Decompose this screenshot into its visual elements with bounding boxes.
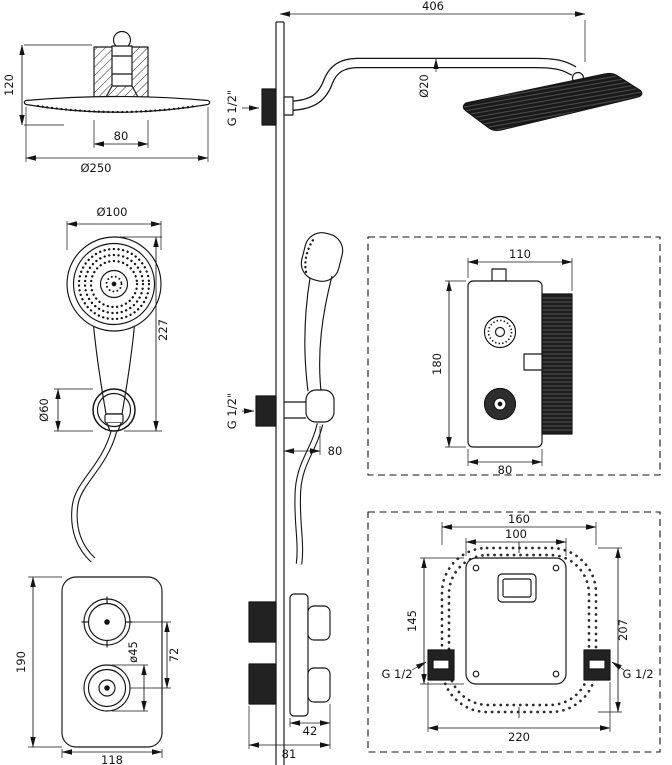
dim-mixer-width-label: 110 (509, 247, 531, 261)
dim-box-width-label: 160 (508, 512, 530, 526)
overhead-shower-side-view (23, 30, 211, 114)
dim-hand-head-diameter-label: Ø100 (96, 205, 127, 219)
dim-box-inner-width-label: 100 (505, 527, 527, 541)
holder-escutcheon (255, 395, 277, 427)
dim-box-inner-height: 145 (405, 557, 464, 685)
dim-knob-spacing: 72 (130, 621, 181, 689)
dim-box-width: 160 (441, 512, 597, 545)
dim-head-diameter-label: Ø250 (80, 161, 111, 175)
dim-holder-offset-label: 80 (328, 444, 343, 458)
mixer-cartridge-dark (541, 293, 573, 435)
control-plate (61, 576, 163, 748)
dim-plate-height: 190 (14, 576, 62, 748)
holder-cup (305, 389, 335, 423)
mounting-box-detail (367, 511, 661, 753)
dim-arm-pipe-diameter-label: Ø20 (417, 74, 431, 98)
handle-side (304, 275, 333, 392)
in-wall-valve-lower (248, 663, 277, 705)
dim-holder-offset: 80 (283, 426, 343, 458)
dim-mixer-height: 180 (430, 280, 466, 448)
label-arm-thread: G 1/2" (225, 90, 260, 126)
overhead-shower-face (462, 72, 643, 132)
label-holder-thread: G 1/2" (225, 393, 255, 429)
dim-knob-depth-label: 42 (303, 724, 318, 738)
dim-knob-diameter: ø45 (112, 641, 148, 712)
dim-arm-length: 406 (279, 0, 586, 62)
hose-side (295, 423, 323, 565)
dim-box-total-width-label: 220 (508, 730, 530, 744)
dim-box-total-width: 220 (427, 682, 611, 744)
shower-arm-and-head (261, 57, 643, 132)
arm-wall-connector (283, 96, 294, 116)
control-plate-front-view (61, 576, 163, 748)
knob-side-lower (307, 667, 331, 703)
dim-hand-length-label: 227 (156, 319, 170, 341)
dim-knob-diameter-label: ø45 (126, 641, 140, 663)
mount-stem (111, 45, 133, 87)
hand-shower-hose (72, 430, 117, 562)
dim-arm-pipe-diameter: Ø20 (417, 58, 439, 98)
dim-box-inner-width: 100 (465, 527, 567, 556)
holder-thread-label: G 1/2" (225, 393, 239, 429)
mounting-box-body (465, 557, 567, 685)
dim-head-mount-width-label: 80 (114, 129, 129, 143)
control-plate-side-view (248, 593, 331, 717)
dim-mixer-depth-label: 80 (498, 463, 513, 477)
mixer-control-upper (483, 315, 517, 349)
label-box-thread-right: G 1/2 (611, 661, 654, 681)
dim-plate-width: 118 (61, 749, 163, 765)
box-window (497, 573, 537, 603)
detail-frame-dashed (367, 511, 661, 753)
dim-arm-length-label: 406 (422, 0, 444, 13)
dim-plate-width-label: 118 (101, 753, 123, 765)
dim-side-total-depth: 81 (248, 706, 331, 761)
dim-side-total-depth-label: 81 (282, 747, 297, 761)
rain-head-disc (23, 95, 211, 113)
dim-head-diameter: Ø250 (25, 107, 209, 175)
label-box-thread-left: G 1/2 (381, 661, 427, 681)
nozzle-dots (36, 104, 198, 114)
dim-holder-ring-diameter: Ø60 (37, 388, 93, 432)
dim-head-drop: 120 (2, 44, 92, 126)
holder-ring (92, 388, 136, 432)
dim-plate-height-label: 190 (14, 651, 28, 673)
dim-mixer-depth: 80 (467, 449, 543, 477)
knob-side-upper (307, 605, 331, 641)
in-wall-valve-upper (248, 601, 277, 643)
dim-head-drop-label: 120 (2, 74, 16, 96)
dim-knob-depth: 42 (289, 704, 331, 749)
dim-box-height-label: 207 (616, 619, 630, 641)
hand-shower-handle (92, 319, 136, 415)
dim-mixer-height-label: 180 (430, 353, 444, 375)
mixer-port (523, 353, 543, 371)
arm-thread-label: G 1/2" (225, 90, 239, 126)
hand-shower-front-view (66, 236, 162, 563)
hand-shower-head-side (300, 232, 344, 282)
dim-box-height: 207 (598, 547, 630, 713)
box-thread-right-label: G 1/2 (622, 667, 653, 681)
dim-knob-spacing-label: 72 (167, 648, 181, 663)
perforation-inner (447, 553, 591, 707)
mixer-detail-box (367, 236, 661, 476)
dim-hand-length: 227 (120, 236, 170, 432)
dim-mixer-width: 110 (467, 247, 573, 291)
dim-hand-head-diameter: Ø100 (66, 205, 162, 250)
box-thread-left-label: G 1/2 (381, 667, 412, 681)
riser-pipe (275, 21, 285, 765)
plate-edge (289, 593, 309, 717)
wall-escutcheon (261, 88, 277, 126)
dim-head-mount-width: 80 (93, 120, 149, 148)
dim-holder-ring-diameter-label: Ø60 (37, 398, 51, 422)
dim-box-inner-height-label: 145 (405, 610, 419, 632)
hand-shower-holder-side-view (255, 232, 344, 565)
